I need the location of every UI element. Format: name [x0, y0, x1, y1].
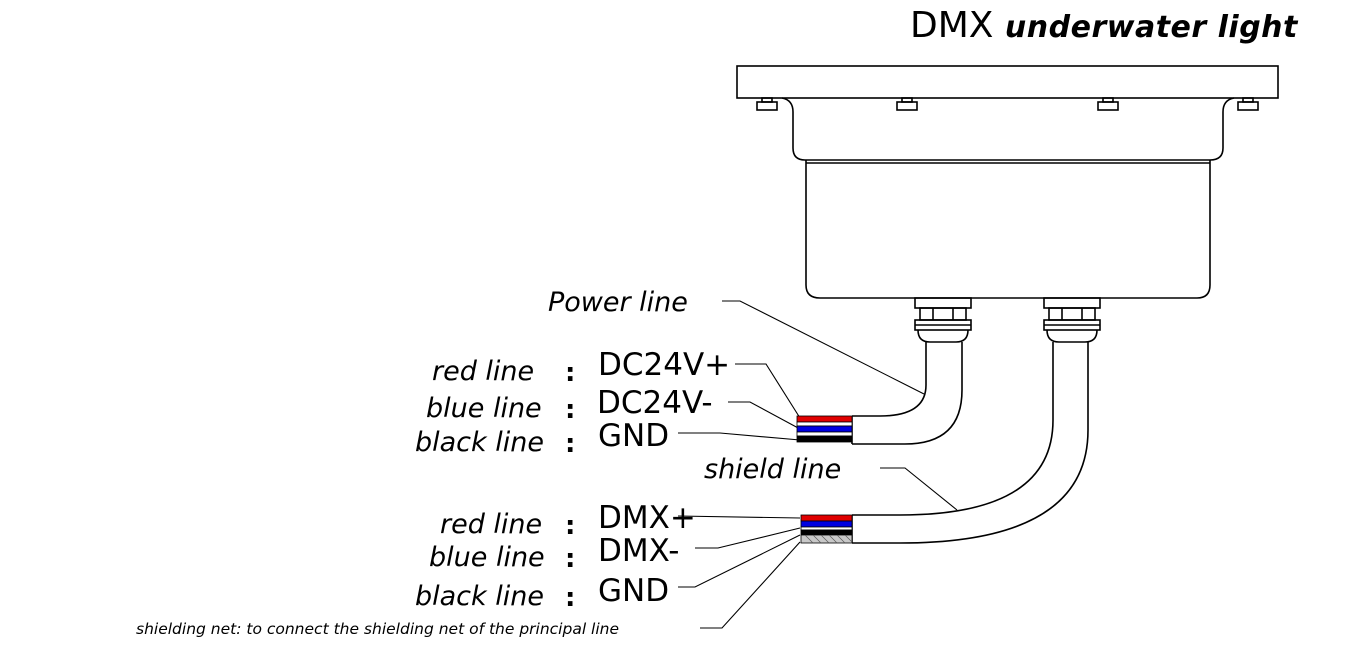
power-blue-leader [728, 401, 801, 430]
power-line-leader [722, 300, 925, 395]
power-blue-signal: DC24V- [597, 385, 713, 421]
power-red-signal: DC24V+ [598, 347, 731, 383]
shield-net-note: shielding net: to connect the shielding … [136, 620, 620, 638]
dmx-blue-colon: : [565, 544, 576, 574]
dmx-blue-line-label: blue line [429, 542, 545, 573]
dmx-black-colon: : [565, 583, 576, 613]
power-black-line-label: black line [415, 427, 544, 458]
power-red-line-label: red line [432, 356, 535, 387]
power-blue-colon: : [565, 395, 576, 425]
power-blue-wire [796, 425, 853, 433]
shield-line-leader [880, 467, 958, 511]
dmx-shield-cable [852, 342, 1054, 516]
dmx-red-leader [677, 515, 801, 519]
light-upper-body [781, 97, 1235, 161]
power-cable [852, 342, 927, 417]
shield-line-heading: shield line [704, 454, 842, 485]
dmx-black-line-label: black line [415, 581, 544, 612]
light-flange [736, 65, 1279, 99]
diagram-title: DMX underwater light [910, 8, 1298, 44]
flange-bolt [1237, 97, 1259, 111]
power-cable-gland [914, 297, 972, 343]
power-red-wire [796, 415, 853, 423]
dmx-shield-net [800, 534, 853, 544]
dmx-blue-leader [695, 527, 801, 549]
power-wire-bundle [796, 415, 853, 443]
flange-bolt [756, 97, 778, 111]
flange-bolt [1097, 97, 1119, 111]
title-main: DMX [910, 5, 994, 46]
dmx-red-line-label: red line [440, 509, 543, 540]
dmx-red-colon: : [565, 511, 576, 541]
power-black-leader [678, 432, 801, 441]
power-black-colon: : [565, 429, 576, 459]
light-housing [805, 160, 1211, 299]
power-line-heading: Power line [548, 287, 688, 318]
dmx-black-wire [800, 529, 853, 536]
power-red-leader [735, 363, 801, 419]
dmx-blue-wire [800, 520, 853, 528]
power-red-colon: : [565, 358, 576, 388]
title-sub: underwater light [1004, 10, 1298, 45]
power-black-signal: GND [598, 418, 670, 454]
dmx-wire-bundle [800, 514, 853, 544]
dmx-blue-signal: DMX- [598, 533, 680, 569]
dmx-black-signal: GND [598, 573, 670, 609]
dmx-cable-gland [1043, 297, 1101, 343]
power-blue-line-label: blue line [426, 393, 542, 424]
flange-bolt [896, 97, 918, 111]
shield-net-leader [700, 541, 801, 629]
dmx-red-signal: DMX+ [598, 500, 696, 536]
power-black-wire [796, 435, 853, 443]
dmx-black-leader [678, 534, 801, 588]
dmx-red-wire [800, 514, 853, 522]
